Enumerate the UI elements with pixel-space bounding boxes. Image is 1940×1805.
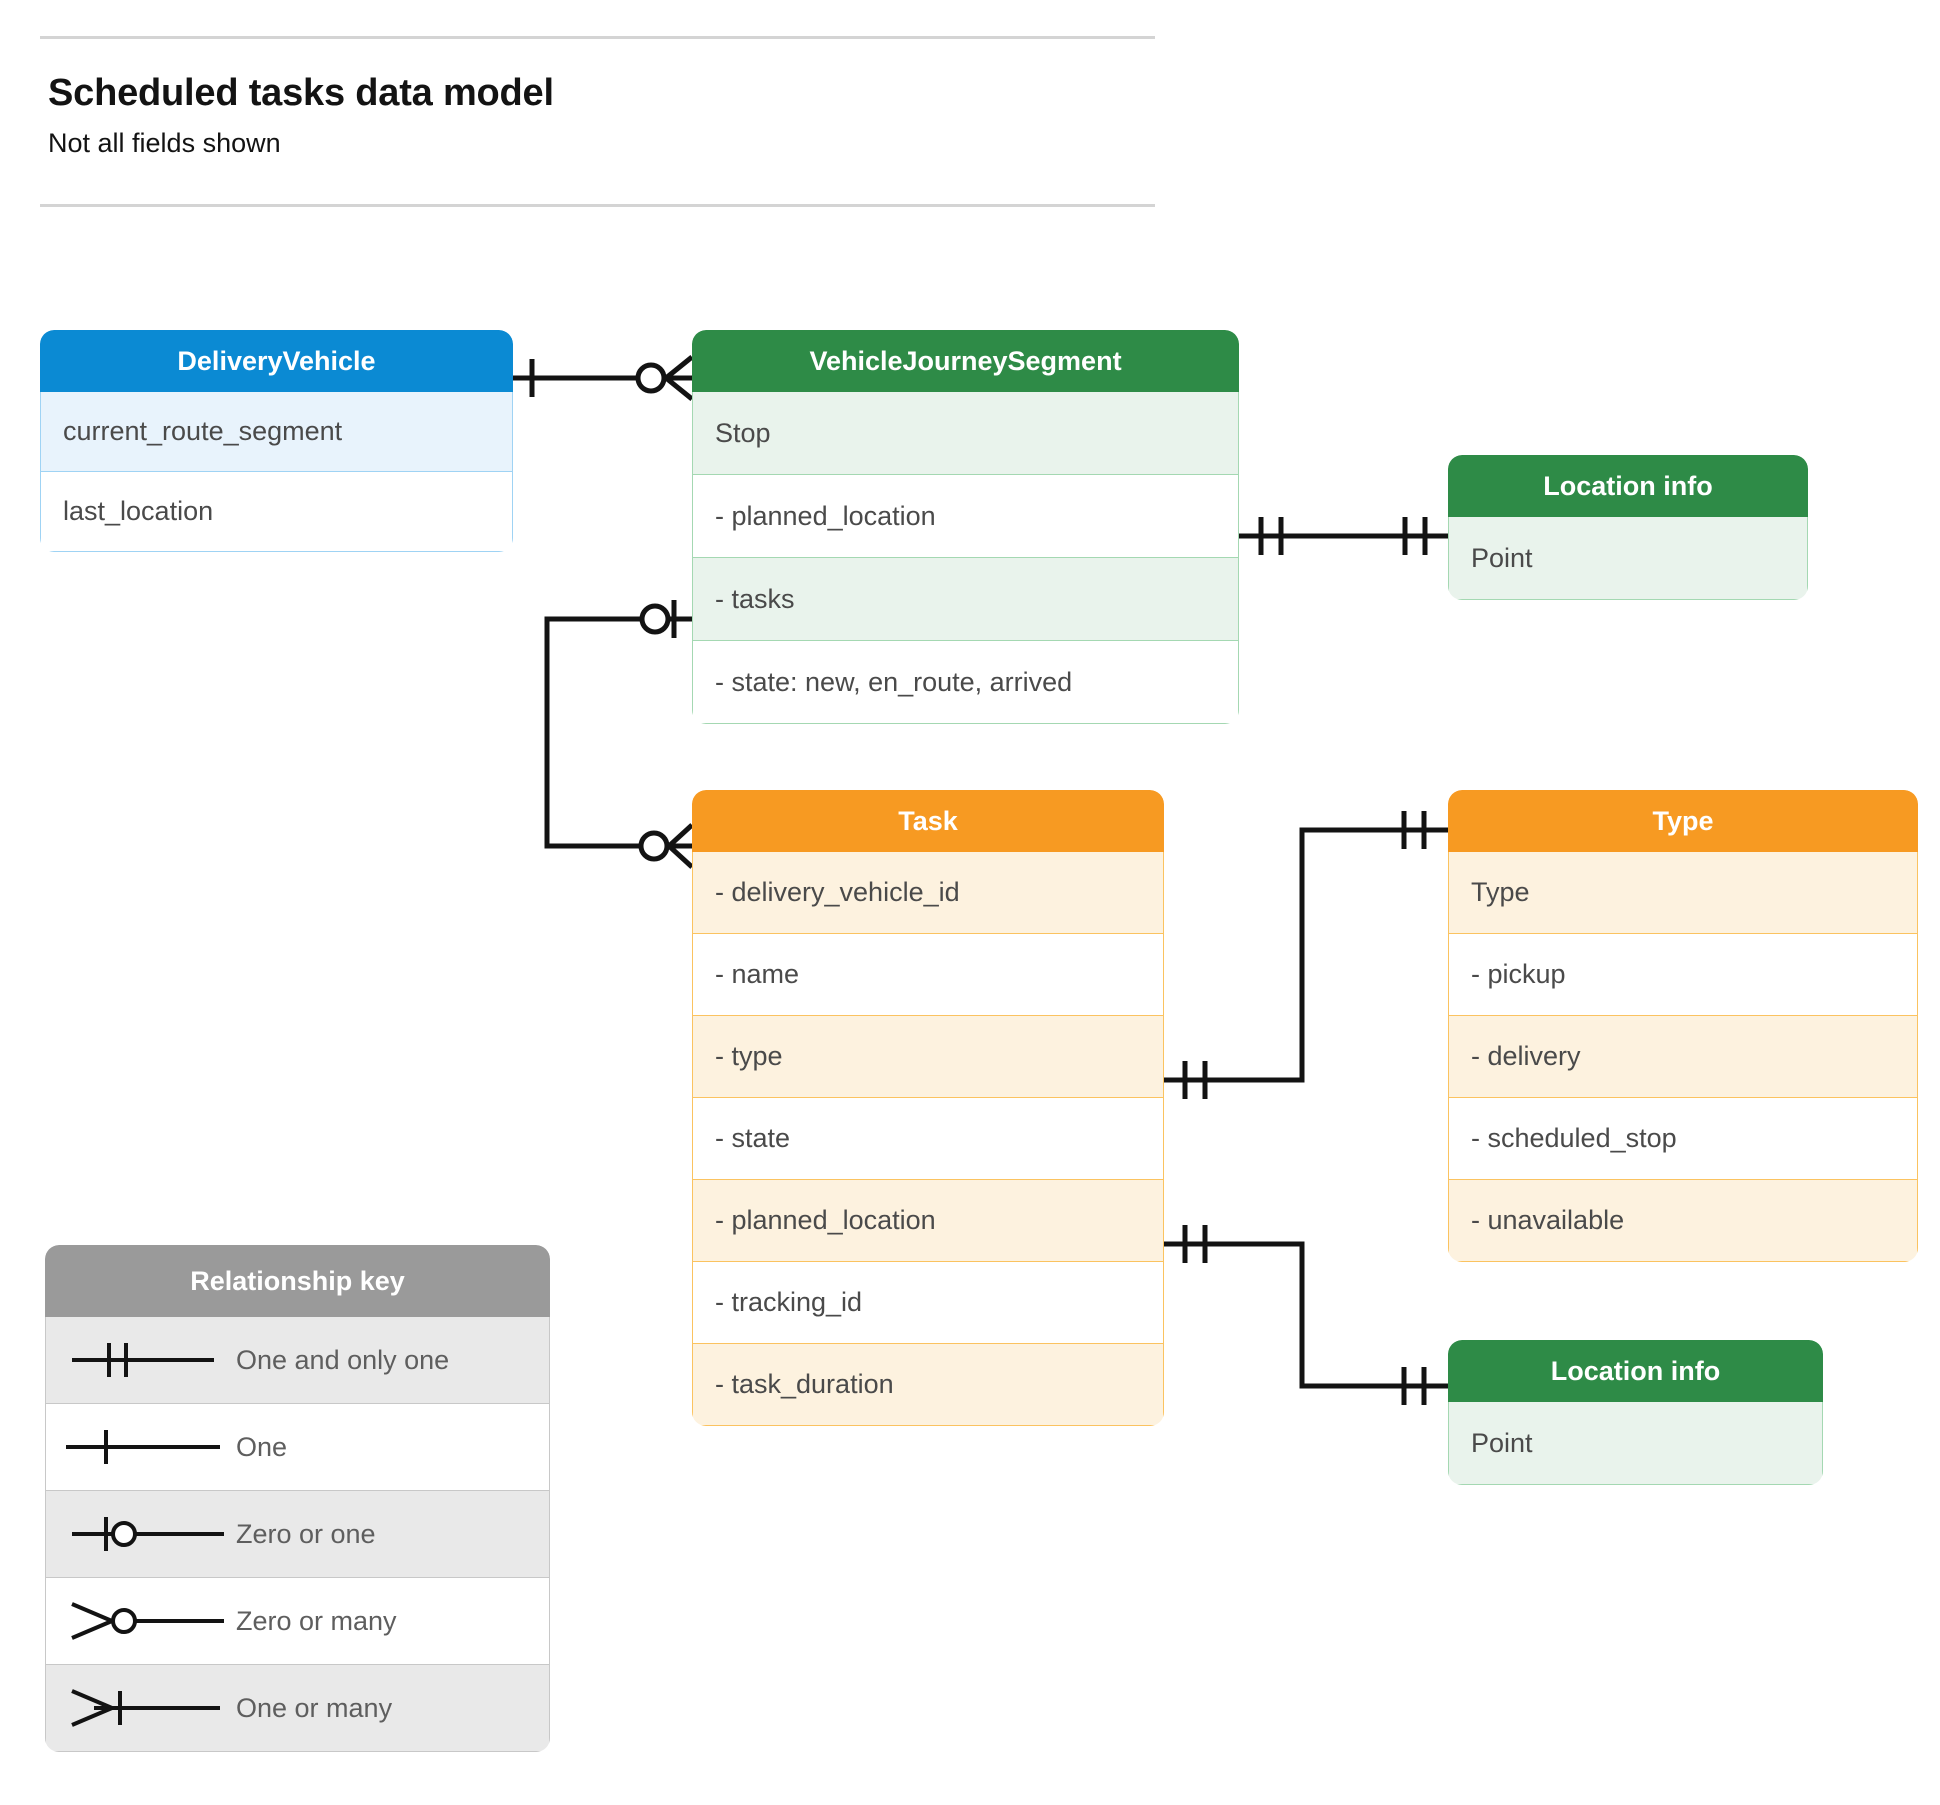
field-row: - delivery	[1448, 1016, 1918, 1098]
entity-type[interactable]: Type Type - pickup - delivery - schedule…	[1448, 790, 1918, 1262]
legend-item-label: One and only one	[236, 1344, 450, 1375]
field-row: - name	[692, 934, 1164, 1016]
legend-item: One or many	[45, 1665, 550, 1752]
page-title: Scheduled tasks data model	[48, 72, 554, 114]
legend-item: One	[45, 1404, 550, 1491]
legend-item-label: One or many	[236, 1692, 393, 1723]
legend-item-label: One	[236, 1431, 288, 1462]
entity-title-location-info-bottom: Location info	[1448, 1340, 1823, 1402]
field-row: - pickup	[1448, 934, 1918, 1016]
field-row: - tasks	[692, 558, 1239, 641]
entity-title-vehicle-journey-segment: VehicleJourneySegment	[692, 330, 1239, 392]
one-or-many-icon	[46, 1683, 236, 1733]
entity-task[interactable]: Task - delivery_vehicle_id - name - type…	[692, 790, 1164, 1426]
legend-item: Zero or many	[45, 1578, 550, 1665]
field-row: - state: new, en_route, arrived	[692, 641, 1239, 724]
field-row: - planned_location	[692, 475, 1239, 558]
field-row: - type	[692, 1016, 1164, 1098]
field-row: - tracking_id	[692, 1262, 1164, 1344]
entity-title-delivery-vehicle: DeliveryVehicle	[40, 330, 513, 392]
field-row: - unavailable	[1448, 1180, 1918, 1262]
zero-or-one-icon	[46, 1509, 236, 1559]
field-row: - delivery_vehicle_id	[692, 852, 1164, 934]
legend-item-label: Zero or one	[236, 1518, 376, 1549]
field-row: - planned_location	[692, 1180, 1164, 1262]
field-row: current_route_segment	[40, 392, 513, 472]
relationship-key-legend[interactable]: Relationship key One and only one	[45, 1245, 550, 1752]
field-row: - scheduled_stop	[1448, 1098, 1918, 1180]
legend-item: One and only one	[45, 1317, 550, 1404]
field-row: Point	[1448, 1402, 1823, 1485]
entity-title-location-info-top: Location info	[1448, 455, 1808, 517]
zero-or-many-icon	[46, 1596, 236, 1646]
header-rule-top	[40, 36, 1155, 39]
entity-location-info-bottom[interactable]: Location info Point	[1448, 1340, 1823, 1485]
header-rule-bottom	[40, 204, 1155, 207]
entity-location-info-top[interactable]: Location info Point	[1448, 455, 1808, 600]
field-row: Type	[1448, 852, 1918, 934]
entity-delivery-vehicle[interactable]: DeliveryVehicle current_route_segment la…	[40, 330, 513, 552]
field-row: last_location	[40, 472, 513, 552]
field-row: Stop	[692, 392, 1239, 475]
entity-title-type: Type	[1448, 790, 1918, 852]
legend-item-label: Zero or many	[236, 1605, 397, 1636]
entity-title-task: Task	[692, 790, 1164, 852]
field-row: Point	[1448, 517, 1808, 600]
entity-vehicle-journey-segment[interactable]: VehicleJourneySegment Stop - planned_loc…	[692, 330, 1239, 724]
field-row: - state	[692, 1098, 1164, 1180]
page-subtitle: Not all fields shown	[48, 128, 281, 158]
legend-title: Relationship key	[45, 1245, 550, 1317]
field-row: - task_duration	[692, 1344, 1164, 1426]
legend-item: Zero or one	[45, 1491, 550, 1578]
one-icon	[46, 1422, 236, 1472]
one-and-only-one-icon	[46, 1335, 236, 1385]
